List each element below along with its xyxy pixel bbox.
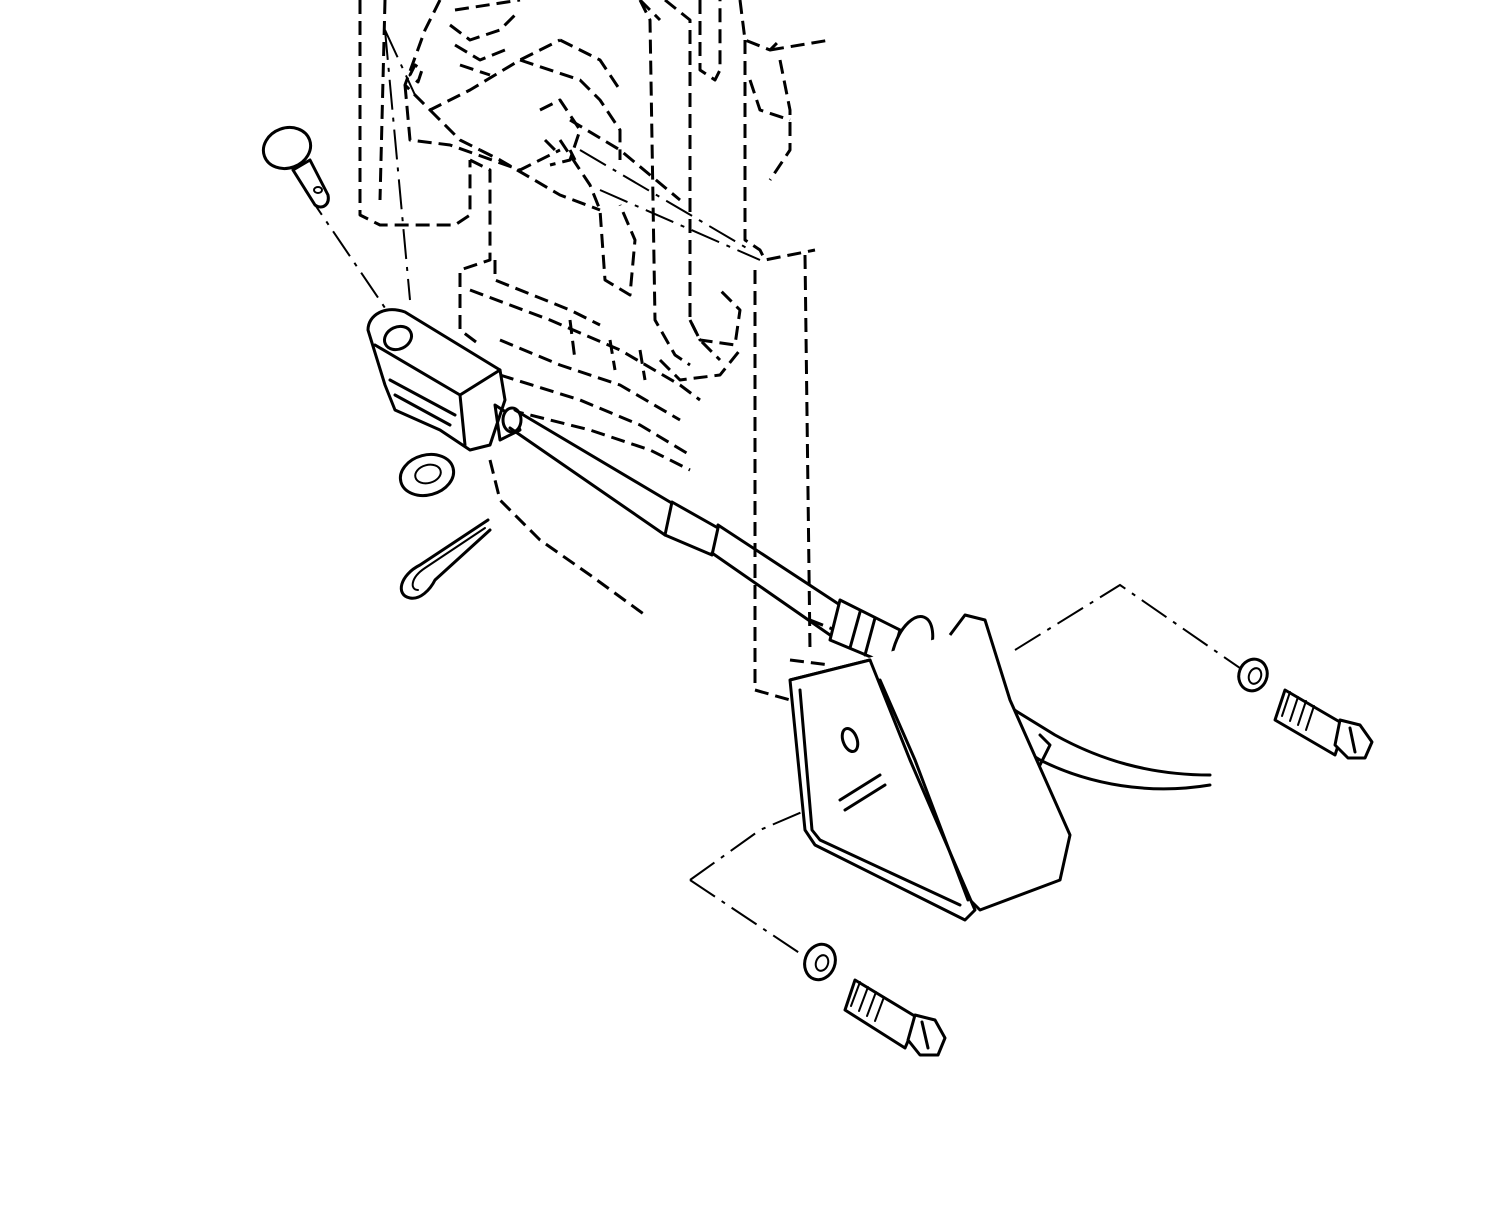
cotter-pin-icon bbox=[399, 518, 492, 600]
upper-bolt-icon bbox=[1273, 688, 1374, 760]
shift-lever-assembly bbox=[358, 0, 836, 702]
lower-bolt-icon bbox=[843, 978, 947, 1057]
mounting-bracket-icon bbox=[788, 613, 1072, 922]
upper-lock-washer-icon bbox=[1237, 657, 1269, 693]
cable-end-clevis-icon bbox=[366, 308, 523, 452]
clevis-pin-icon bbox=[261, 125, 330, 209]
lower-lock-washer-icon bbox=[803, 942, 837, 982]
washer-icon bbox=[398, 452, 456, 498]
